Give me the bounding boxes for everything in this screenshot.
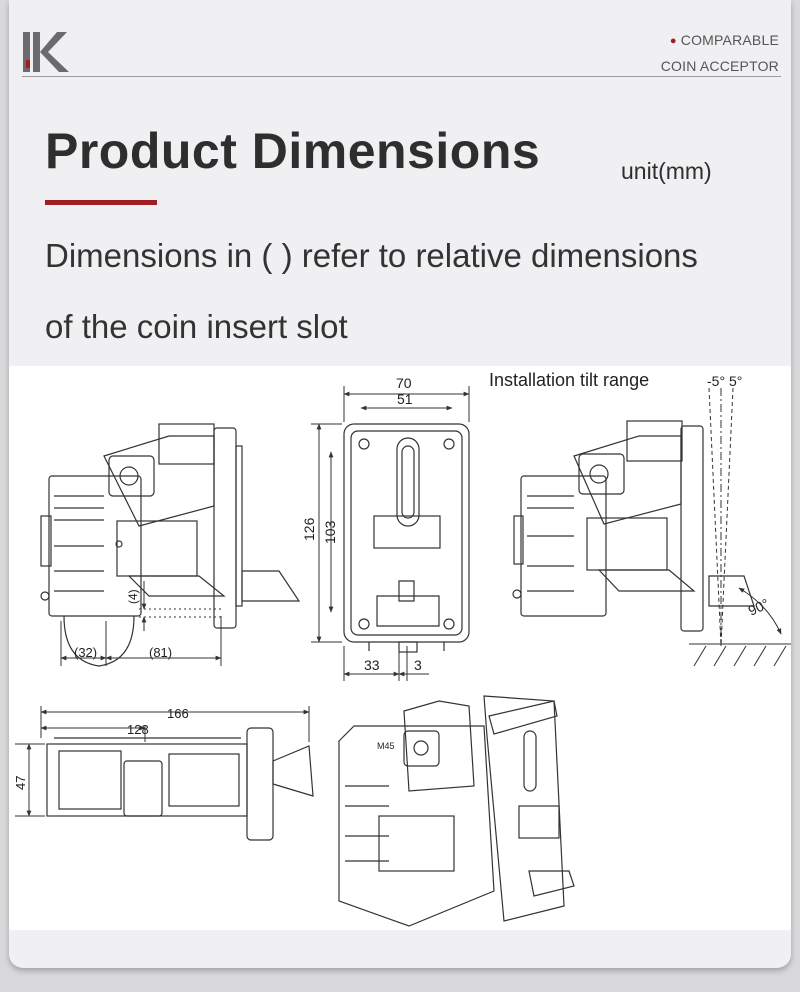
tilt-view <box>512 420 755 632</box>
top-view <box>46 727 314 841</box>
front-view <box>343 423 470 653</box>
dim-slot-span: 51 <box>397 391 413 407</box>
brand-logo <box>23 32 69 72</box>
dim-top-depth: 128 <box>127 722 149 737</box>
angle-label: 90° <box>746 595 772 618</box>
bullet-icon: ● <box>669 35 677 47</box>
unit-label: unit(mm) <box>621 158 712 184</box>
tag-line-2: COIN ACCEPTOR <box>660 58 779 74</box>
dimension-drawings: (32) (81) (4) <box>9 366 791 930</box>
dim-side-span: (81) <box>149 645 172 660</box>
tag-line-1: COMPARABLE <box>680 32 779 48</box>
model-label: M45 <box>377 741 395 751</box>
dim-height: 126 <box>301 517 317 541</box>
title-accent-bar <box>45 200 157 205</box>
dim-bottom-b: 3 <box>414 657 422 673</box>
dim-top-height: 47 <box>13 776 28 790</box>
product-tag: ●COMPARABLE COIN ACCEPTOR <box>661 28 779 79</box>
dimension-diagram: (32) (81) (4) <box>13 370 791 927</box>
dim-side-small: (4) <box>126 589 140 604</box>
dim-width: 70 <box>396 375 412 391</box>
dim-side-offset: (32) <box>74 645 97 660</box>
dim-inner-height: 103 <box>322 520 338 544</box>
page-title: Product Dimensions <box>45 123 541 179</box>
header-divider <box>22 76 781 77</box>
description-line-1: Dimensions in ( ) refer to relative dime… <box>45 237 698 274</box>
tilt-range-label: Installation tilt range <box>489 370 649 390</box>
description-line-2: of the coin insert slot <box>45 308 348 345</box>
product-card: ●COMPARABLE COIN ACCEPTOR Product Dimens… <box>9 0 791 968</box>
dim-top-total: 166 <box>167 706 189 721</box>
perspective-view <box>338 695 575 927</box>
side-view <box>40 423 301 667</box>
dim-bottom-a: 33 <box>364 657 380 673</box>
tilt-right-angle: 5° <box>729 373 742 389</box>
tilt-left-angle: -5° <box>707 373 725 389</box>
